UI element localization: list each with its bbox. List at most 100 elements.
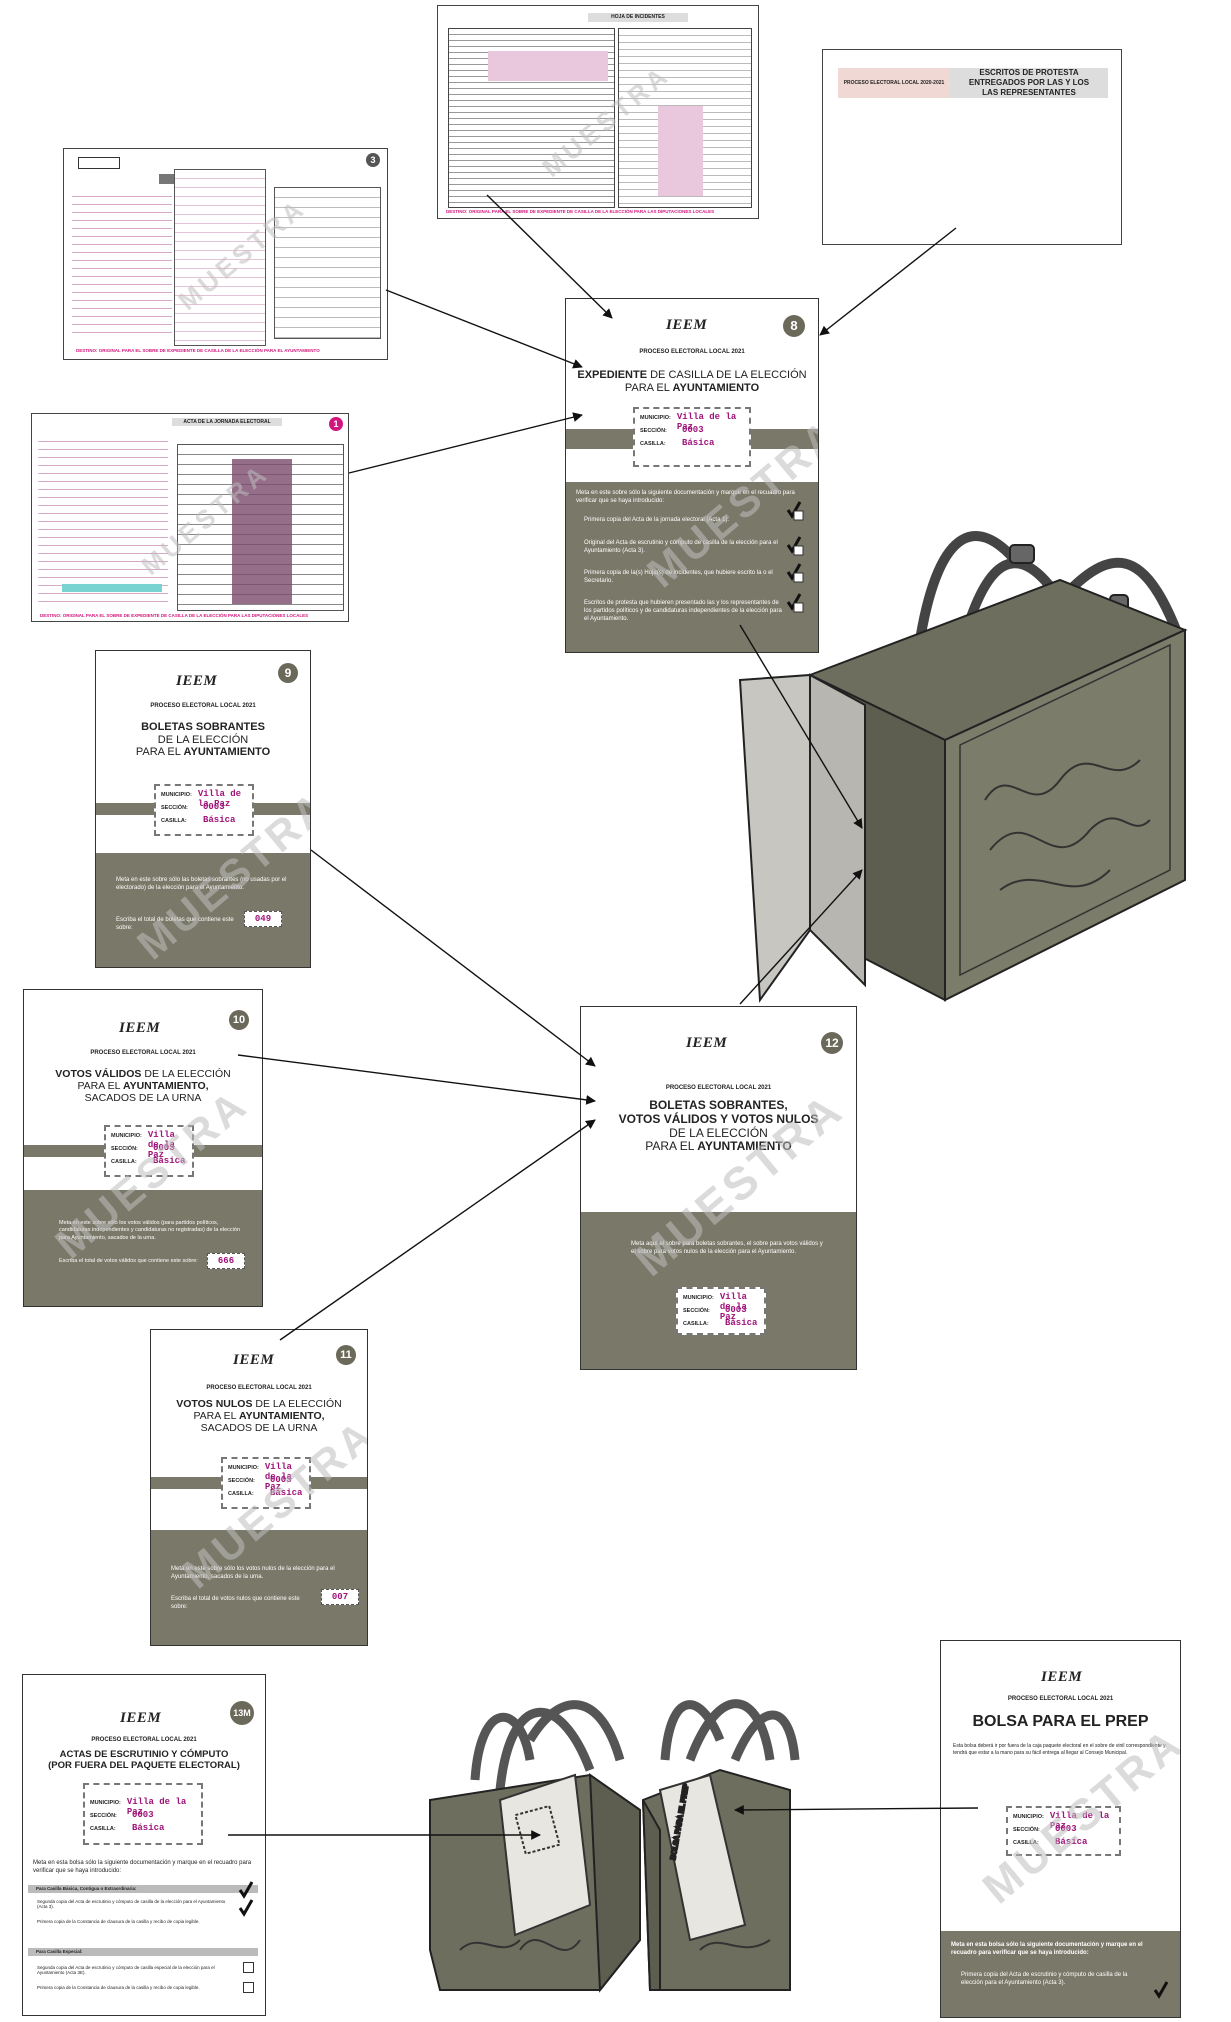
municipio-key: MUNICIPIO: <box>228 1465 259 1471</box>
party-pink-column <box>658 106 703 196</box>
process-label: PROCESO ELECTORAL LOCAL 2021 <box>150 703 256 709</box>
casilla-label: MUNICIPIO:Villa de la Paz SECCIÓN:0003 C… <box>154 784 254 836</box>
ieem-logo: IEEM <box>666 317 708 333</box>
instruction-1: Meta en este sobre sólo los votos nulos … <box>171 1566 335 1581</box>
casilla-value: Básica <box>725 1318 758 1328</box>
process-label: PROCESO ELECTORAL LOCAL 2021 <box>90 1050 196 1056</box>
process-label: PROCESO ELECTORAL LOCAL 2021 <box>91 1737 197 1743</box>
title-strong-2: AYUNTAMIENTO, <box>238 1410 325 1423</box>
title-rest-3: SACADOS DE LA URNA <box>84 1092 202 1105</box>
instructions-panel <box>24 1190 262 1306</box>
arrow-9-to-12 <box>310 849 596 1067</box>
municipio-value: Villa de la Paz <box>1049 1811 1110 1831</box>
jornada-footer: DESTINO: ORIGINAL PARA EL SOBRE DE EXPED… <box>40 613 309 618</box>
title-rest-2: PARA EL <box>193 1410 239 1423</box>
seccion-value: 0003 <box>725 1305 747 1315</box>
envelope-number: 11 <box>336 1345 356 1365</box>
instruction-1: Primera copia del Acta de escrutinio y c… <box>961 1972 1128 1987</box>
jornada-left-fields <box>38 434 168 609</box>
prep-title: BOLSA PARA EL PREP <box>972 1713 1149 1730</box>
casilla-label: MUNICIPIO:Villa de la Paz SECCIÓN:0003 C… <box>676 1287 766 1335</box>
instruction-4: Escritos de protesta que hubieren presen… <box>584 600 782 623</box>
municipio-key: MUNICIPIO: <box>111 1133 142 1139</box>
envelope-number: 8 <box>783 315 805 337</box>
process-label: PROCESO ELECTORAL LOCAL 2021 <box>1007 1696 1114 1702</box>
acta3-badge: 3 <box>366 153 380 167</box>
arrow-incidentes-to-8 <box>486 194 613 319</box>
count-box: 049 <box>244 911 282 927</box>
process-label: PROCESO ELECTORAL LOCAL 2021 <box>665 1085 772 1091</box>
envelope-10-votos-validos: IEEM PROCESO ELECTORAL LOCAL 2021 10 VOT… <box>23 989 263 1307</box>
title-strong-3: AYUNTAMIENTO <box>697 1139 792 1154</box>
municipio-key: MUNICIPIO: <box>683 1295 714 1301</box>
instruction-2: Escriba el total de boletas que contiene… <box>116 917 234 932</box>
municipio-value: Villa de la Paz <box>126 1797 187 1817</box>
arrow-8-to-box <box>739 624 863 829</box>
escritos-line1: ESCRITOS DE PROTESTA <box>979 68 1079 77</box>
env8-checkboxes <box>793 510 804 613</box>
title-strong: VOTOS NULOS <box>176 1398 253 1410</box>
envelope-title: VOTOS VÁLIDOS DE LA ELECCIÓN PARA EL AYU… <box>24 1068 262 1104</box>
acta3-party-list <box>174 169 266 346</box>
flow-arrows <box>228 194 979 1840</box>
title-rest: DE LA ELECCIÓN <box>141 1068 231 1080</box>
casilla-value: Básica <box>1055 1837 1088 1847</box>
item-a1: Segunda copia del Acta de escrutinio y c… <box>37 1899 226 1909</box>
title-line-2: (POR FUERA DEL PAQUETE ELECTORAL) <box>48 1759 240 1771</box>
title-rest: DE LA ELECCIÓN <box>252 1398 342 1410</box>
envelope-12-boletas-votos: IEEM PROCESO ELECTORAL LOCAL 2021 12 BOL… <box>580 1006 857 1370</box>
seccion-key: SECCIÓN: <box>683 1308 710 1314</box>
envelope-title: EXPEDIENTE DE CASILLA DE LA ELECCIÓN PAR… <box>566 369 818 394</box>
envelope-number: 12 <box>821 1032 843 1054</box>
arrow-acta3-to-8 <box>385 289 583 369</box>
arrow-jornada-to-8 <box>348 412 583 474</box>
envelope-title: BOLETAS SOBRANTES DE LA ELECCIÓN PARA EL… <box>96 721 310 759</box>
title-strong: VOTOS VÁLIDOS <box>55 1068 142 1080</box>
seccion-key: SECCIÓN: <box>640 428 667 434</box>
arrow-12-to-box <box>739 869 863 1005</box>
seccion-value: 0003 <box>132 1810 154 1820</box>
doc-title: ACTA DE LA JORNADA ELECTORAL <box>172 418 282 426</box>
doc-footer: DESTINO: ORIGINAL PARA EL SOBRE DE EXPED… <box>446 209 715 214</box>
envelope-number: 13M <box>230 1701 254 1725</box>
ieem-logo: IEEM <box>233 1352 275 1368</box>
title-rest-2: PARA EL <box>77 1080 123 1093</box>
instructions-intro: Meta en esta bolsa sólo la siguiente doc… <box>33 1860 252 1874</box>
ieem-logo: IEEM <box>686 1035 728 1051</box>
seccion-value: 0003 <box>203 802 225 812</box>
bolsa-prep-card: IEEM PROCESO ELECTORAL LOCAL 2021 BOLSA … <box>940 1640 1181 2018</box>
title-strong: BOLETAS SOBRANTES <box>141 721 265 733</box>
title-strong-2: AYUNTAMIENTO, <box>122 1080 209 1093</box>
instructions-intro: Meta en esta bolsa sólo la siguiente doc… <box>951 1942 1143 1957</box>
check-icon <box>1153 1981 1169 1999</box>
escritos-right-cell: ESCRITOS DE PROTESTA ENTREGADOS POR LAS … <box>950 68 1108 98</box>
env13-checkmarks <box>238 1881 254 1917</box>
check-icon <box>238 1899 254 1917</box>
title-strong-2: AYUNTAMIENTO <box>672 381 760 394</box>
casilla-key: CASILLA: <box>640 441 666 447</box>
instruction-1: Meta en este sobre sólo los votos válido… <box>59 1220 241 1241</box>
seccion-key: SECCIÓN: <box>161 805 188 811</box>
envelope-title: BOLETAS SOBRANTES, VOTOS VÁLIDOS Y VOTOS… <box>581 1098 856 1154</box>
envelope-title: ACTAS DE ESCRUTINIO Y CÓMPUTO (POR FUERA… <box>23 1749 265 1772</box>
ieem-logo: IEEM <box>176 673 218 689</box>
jornada-badge: 1 <box>329 417 343 431</box>
prep-description: Esta bolsa deberá ir por fuera de la caj… <box>953 1743 1166 1756</box>
instructions-panel <box>96 853 310 967</box>
arrow-prep-to-bag <box>734 1805 979 1815</box>
count-box: 666 <box>207 1253 245 1269</box>
item-a2: Primera copia de la Constancia de clausu… <box>37 1919 200 1924</box>
check-icon <box>786 536 802 554</box>
check-icon <box>786 593 802 611</box>
acta3-right-table <box>274 187 381 339</box>
ieem-logo: IEEM <box>1041 1669 1083 1685</box>
casilla-value: Básica <box>203 815 236 825</box>
casilla-label: MUNICIPIO:Villa de la Paz SECCIÓN:0003 C… <box>221 1457 311 1509</box>
title-strong-2: VOTOS VÁLIDOS Y VOTOS NULOS <box>618 1111 819 1126</box>
municipio-value: Villa de la Paz <box>197 789 242 809</box>
bag-right: BOLSA PARA EL PREP <box>641 1699 800 1991</box>
doc-acta-jornada: ACTA DE LA JORNADA ELECTORAL 1 DESTINO: … <box>31 413 349 622</box>
doc-acta-escrutinio: 3 DESTINO: ORIGINAL PARA EL SOBRE DE EXP… <box>63 148 388 360</box>
envelope-number: 9 <box>278 663 298 683</box>
